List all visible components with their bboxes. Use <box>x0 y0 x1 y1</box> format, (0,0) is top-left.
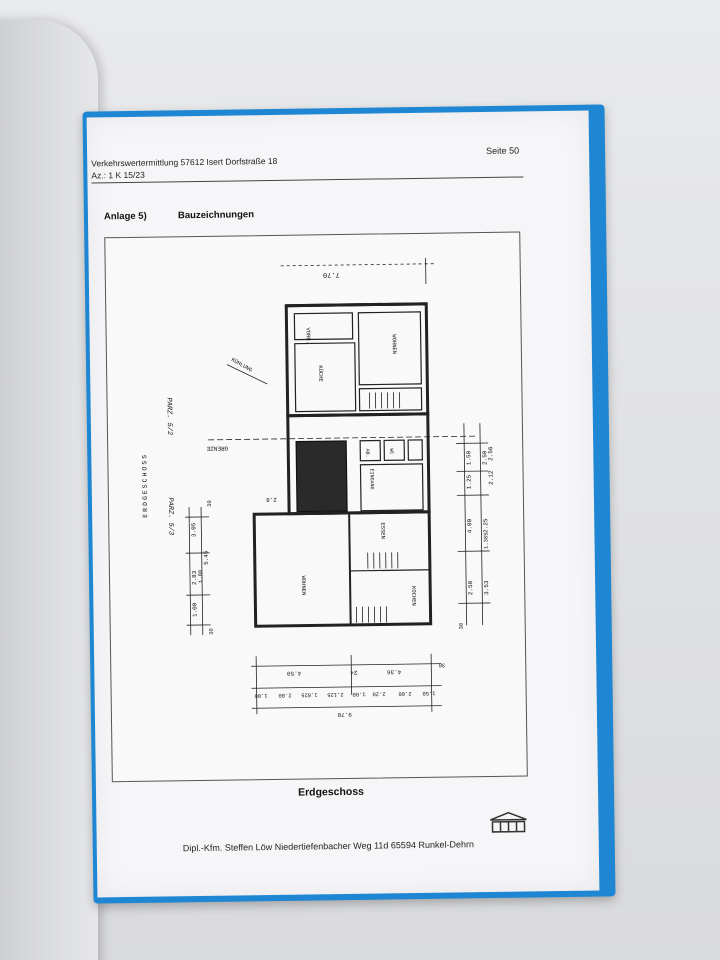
right-dim-1: 2.50 <box>467 580 474 595</box>
floor-plan-drawing: 7.70 PARZ. 5/2 PARZ. 5/3 ERDGESCHOSS GRE… <box>141 257 495 718</box>
bottom-dim-4: 30 <box>439 662 446 669</box>
parcel-top: PARZ. 5/2 <box>164 397 173 435</box>
bottom-dim-2: 24 <box>350 669 358 676</box>
left-dim-4: 1.88 <box>197 570 204 583</box>
room-essen: ESSEN <box>379 522 386 539</box>
company-logo-icon <box>488 811 528 839</box>
floor-vertical: ERDGESCHOSS <box>141 453 149 518</box>
bottom-dim-5: 1.00 <box>254 692 267 699</box>
left-dim-6: 30 <box>206 500 213 507</box>
room-vorr: VORR. <box>305 327 312 344</box>
bottom-dim-11: 2.00 <box>398 690 411 697</box>
room-wc: WC <box>388 448 394 454</box>
room-kochen: KOCHEN <box>410 586 417 606</box>
right-dim-9: 30 <box>458 623 465 630</box>
right-dim-4: 4.00 <box>466 518 473 533</box>
parcel-bottom: PARZ. 5/3 <box>166 497 175 535</box>
bottom-dim-9: 1.00 <box>352 691 365 698</box>
bottom-dim-1: 4.50 <box>287 670 302 677</box>
right-dim-11: 2.12 <box>488 470 495 485</box>
right-dim-3: 1.25 <box>466 474 473 489</box>
left-dim-2: 3.05 <box>190 522 197 537</box>
grenze-label: GRENZE <box>206 445 228 452</box>
footer-address: Dipl.-Kfm. Steffen Löw Niedertiefenbache… <box>182 839 475 854</box>
bottom-dim-total: 9.70 <box>337 711 352 718</box>
right-dim-6: 1.385 <box>482 532 489 549</box>
right-dim-8: 3.53 <box>483 580 490 595</box>
right-dim-10: 2.56 <box>487 446 494 461</box>
bottom-dim-8: 2.125 <box>327 691 344 698</box>
floor-plan-frame: 7.70 PARZ. 5/2 PARZ. 5/3 ERDGESCHOSS GRE… <box>104 231 528 783</box>
plan-caption: Erdgeschoss <box>297 785 365 799</box>
left-book-pages <box>0 20 98 960</box>
left-dim-1: 5.45 <box>203 550 210 565</box>
section-title: Bauzeichnungen <box>177 209 255 222</box>
left-dim-7: 30 <box>208 628 215 635</box>
bottom-dim-12: 1.50 <box>422 690 435 697</box>
room-wohnen-main: WOHNEN <box>300 576 307 596</box>
top-dim: 7.70 <box>323 270 340 278</box>
bottom-dim-3: 4.36 <box>386 668 401 675</box>
kuhlung-label: KÜHLUNG <box>230 356 254 373</box>
room-eingang: EINGANG <box>369 469 375 490</box>
room-wohnen-top: WOHNEN <box>391 334 398 354</box>
room-ab: AB. <box>364 449 370 458</box>
bottom-dim-6: 2.00 <box>278 692 291 699</box>
left-dim-5: 1.00 <box>191 602 198 617</box>
bottom-dim-7: 1.825 <box>301 691 318 698</box>
right-dim-2: 1.50 <box>465 450 472 465</box>
small-dim: 2.8 <box>266 496 277 503</box>
left-dim-3: 2.83 <box>191 570 198 585</box>
bottom-dim-10: 2.20 <box>372 690 385 697</box>
page-number: Seite 50 <box>485 145 520 156</box>
header-left: Verkehrswertermittlung 57612 Isert Dorfs… <box>91 155 277 182</box>
room-kueche: KÜCHE <box>317 365 324 382</box>
document-page: Verkehrswertermittlung 57612 Isert Dorfs… <box>86 110 600 898</box>
right-dim-5: 2.25 <box>482 518 489 533</box>
attachment-label: Anlage 5) <box>103 210 147 223</box>
right-dim-7: 2.50 <box>481 450 488 465</box>
